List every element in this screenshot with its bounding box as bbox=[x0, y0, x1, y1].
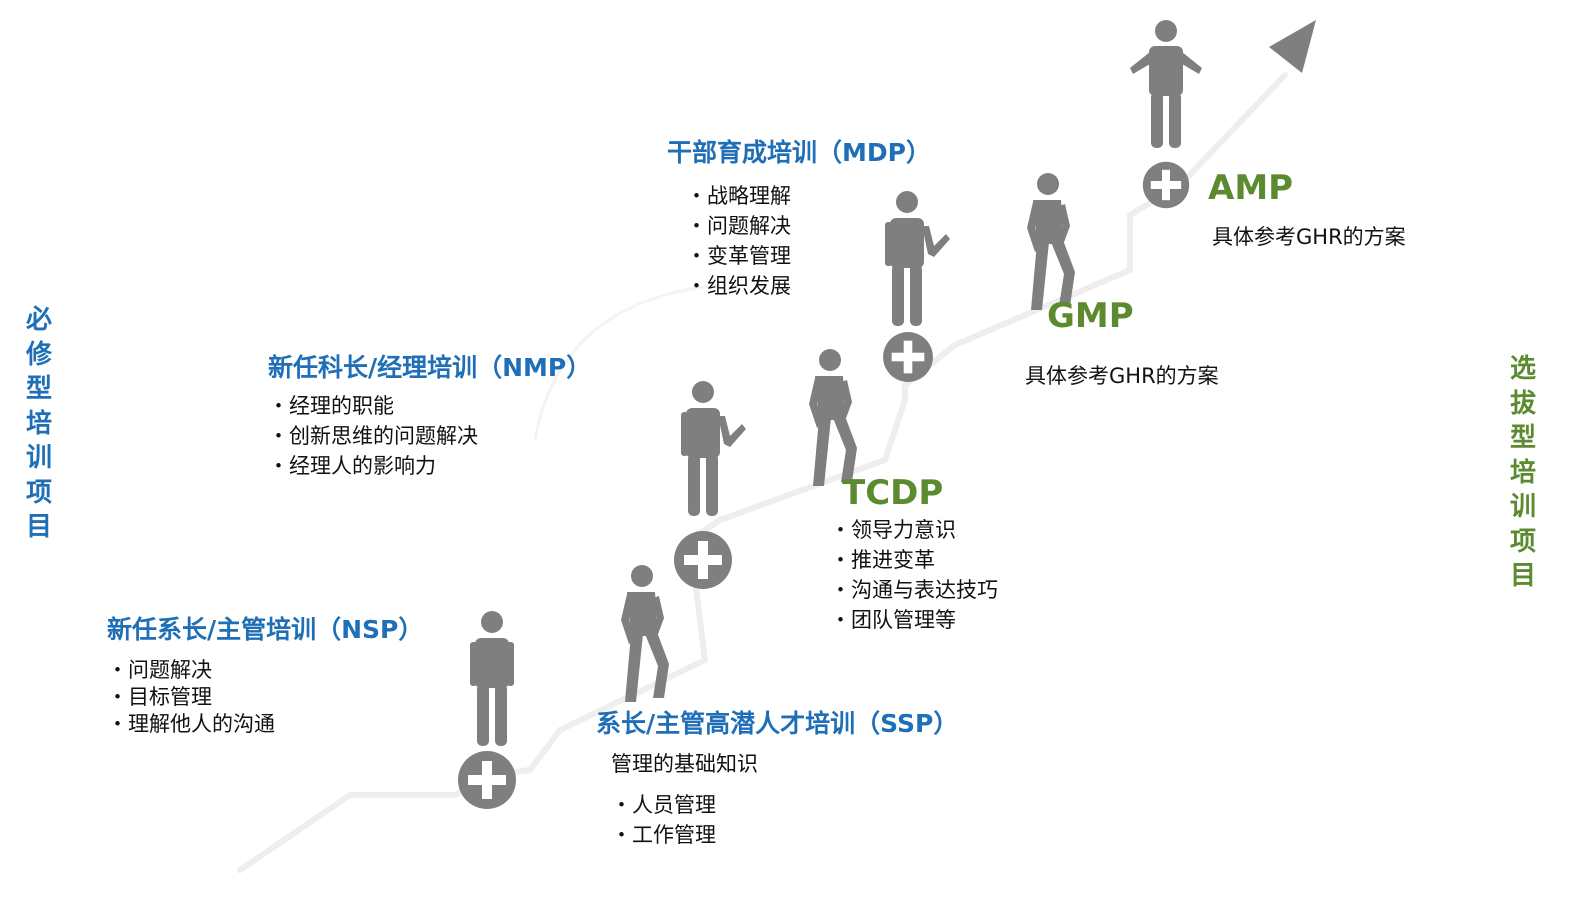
mdp-items: ・战略理解 ・问题解决 ・变革管理 ・组织发展 bbox=[686, 181, 791, 301]
label-char: 训 bbox=[1509, 492, 1536, 522]
list-item: ・问题解决 bbox=[107, 658, 212, 682]
list-item: ・变革管理 bbox=[686, 244, 791, 268]
list-item: ・组织发展 bbox=[686, 274, 791, 298]
label-char: 项 bbox=[1509, 526, 1536, 557]
pointing-person-icon bbox=[681, 381, 746, 516]
walking-person-icon bbox=[809, 349, 857, 486]
label-char: 训 bbox=[25, 443, 52, 473]
label-char: 型 bbox=[1509, 423, 1536, 453]
amp-desc: 具体参考GHR的方案 bbox=[1212, 225, 1406, 249]
label-char: 拔 bbox=[1509, 388, 1536, 419]
nmp-title: 新任科长/经理培训（NMP） bbox=[268, 353, 592, 382]
gmp-desc: 具体参考GHR的方案 bbox=[1025, 364, 1219, 388]
nsp-items: ・问题解决 ・目标管理 ・理解他人的沟通 bbox=[107, 657, 275, 738]
amp-title: AMP bbox=[1208, 168, 1294, 208]
label-char: 选 bbox=[1509, 354, 1536, 384]
list-item: ・沟通与表达技巧 bbox=[830, 578, 998, 602]
selective-training-label: 选 拔 型 培 训 项 目 bbox=[1508, 352, 1538, 594]
label-char: 项 bbox=[25, 477, 52, 508]
label-char: 修 bbox=[25, 339, 52, 370]
pointing-person-icon bbox=[885, 191, 950, 326]
nmp-items: ・经理的职能 ・创新思维的问题解决 ・经理人的影响力 bbox=[268, 391, 478, 481]
walking-person-icon bbox=[1027, 173, 1075, 310]
mdp-title: 干部育成培训（MDP） bbox=[667, 138, 931, 167]
gmp-title: GMP bbox=[1047, 296, 1134, 336]
standing-person-icon bbox=[470, 611, 514, 746]
list-item: ・团队管理等 bbox=[830, 608, 956, 632]
list-item: ・经理的职能 bbox=[268, 394, 394, 418]
plus-circle-icon bbox=[458, 751, 516, 809]
faint-curve bbox=[533, 283, 721, 441]
list-item: ・人员管理 bbox=[611, 793, 716, 817]
label-char: 培 bbox=[25, 408, 52, 439]
tcdp-title: TCDP bbox=[842, 473, 944, 513]
list-item: ・战略理解 bbox=[686, 184, 791, 208]
arrow-head-icon bbox=[1269, 20, 1316, 73]
tcdp-items: ・领导力意识 ・推进变革 ・沟通与表达技巧 ・团队管理等 bbox=[830, 515, 998, 635]
standing-person-icon bbox=[1130, 20, 1202, 148]
ssp-intro: 管理的基础知识 bbox=[611, 752, 758, 776]
label-char: 目 bbox=[25, 512, 52, 542]
list-item: ・推进变革 bbox=[830, 548, 935, 572]
label-char: 培 bbox=[1509, 457, 1536, 488]
plus-circle-icon bbox=[674, 531, 732, 589]
required-training-label: 必 修 型 培 训 项 目 bbox=[24, 303, 54, 545]
nsp-title: 新任系长/主管培训（NSP） bbox=[107, 615, 424, 644]
list-item: ・理解他人的沟通 bbox=[107, 712, 275, 736]
list-item: ・问题解决 bbox=[686, 214, 791, 238]
plus-circle-icon bbox=[1142, 161, 1190, 209]
label-char: 必 bbox=[25, 305, 52, 335]
ssp-items: ・人员管理 ・工作管理 bbox=[611, 790, 716, 850]
label-char: 型 bbox=[25, 374, 52, 404]
plus-circle-icon bbox=[883, 332, 933, 382]
list-item: ・领导力意识 bbox=[830, 518, 956, 542]
ssp-title: 系长/主管高潜人才培训（SSP） bbox=[596, 709, 959, 738]
walking-person-icon bbox=[621, 565, 669, 702]
list-item: ・工作管理 bbox=[611, 823, 716, 847]
list-item: ・目标管理 bbox=[107, 685, 212, 709]
label-char: 目 bbox=[1509, 561, 1536, 591]
list-item: ・经理人的影响力 bbox=[268, 454, 436, 478]
list-item: ・创新思维的问题解决 bbox=[268, 424, 478, 448]
